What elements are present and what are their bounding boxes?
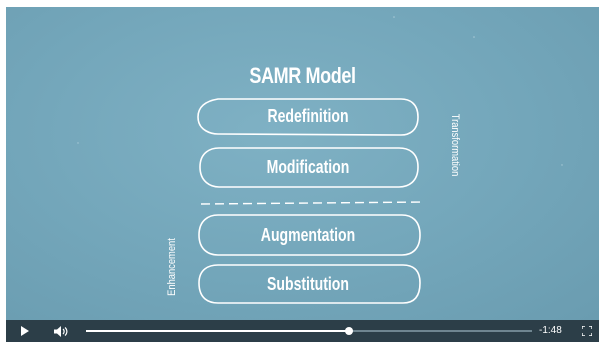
fullscreen-icon xyxy=(582,326,592,336)
progress-handle[interactable] xyxy=(345,327,354,335)
augmentation-outline xyxy=(198,214,421,256)
fullscreen-button[interactable] xyxy=(578,320,596,342)
layer-label-modification: Modification xyxy=(266,157,350,177)
volume-button[interactable] xyxy=(50,320,72,342)
play-icon xyxy=(21,326,29,336)
volume-icon xyxy=(54,325,68,337)
transformation-label: Transformation xyxy=(449,113,461,177)
layer-label-augmentation: Augmentation xyxy=(260,225,356,245)
control-bar: -1:48 xyxy=(6,320,599,342)
progress-fill xyxy=(86,330,350,332)
video-frame[interactable]: SAMR Model Redefinition Modification Aug… xyxy=(6,7,599,320)
redefinition-outline xyxy=(197,98,419,136)
layer-label-substitution: Substitution xyxy=(267,274,349,294)
progress-bar[interactable] xyxy=(86,327,532,335)
time-remaining: -1:48 xyxy=(539,325,562,336)
layer-label-redefinition: Redefinition xyxy=(267,106,349,126)
play-button[interactable] xyxy=(16,320,34,342)
video-title: SAMR Model xyxy=(249,63,356,88)
enhancement-label: Enhancement xyxy=(166,238,178,296)
modification-outline xyxy=(199,147,419,188)
samr-drawing xyxy=(77,16,563,304)
substitution-outline xyxy=(198,264,421,304)
divider-line xyxy=(200,201,425,205)
